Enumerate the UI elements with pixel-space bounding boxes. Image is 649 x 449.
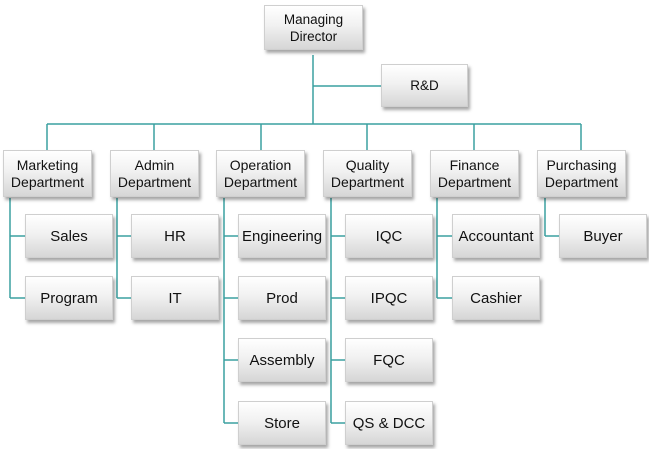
child-box-accountant: Accountant — [452, 214, 540, 258]
child-box-hr: HR — [131, 214, 219, 258]
child-label: Program — [40, 289, 98, 307]
department-box-marketing: Marketing Department — [3, 150, 92, 197]
department-box-finance: Finance Department — [430, 150, 519, 197]
department-label: Operation Department — [223, 156, 298, 190]
child-label: Store — [264, 414, 300, 432]
child-label: IT — [168, 289, 182, 307]
child-box-fqc: FQC — [345, 338, 433, 382]
rnd-box: R&D — [381, 64, 468, 107]
child-box-assembly: Assembly — [238, 338, 326, 382]
managing-director-box: Managing Director — [264, 5, 363, 50]
child-label: Buyer — [583, 227, 623, 245]
department-label: Admin Department — [117, 156, 192, 190]
child-box-iqc: IQC — [345, 214, 433, 258]
child-label: Accountant — [458, 227, 534, 245]
child-label: Prod — [266, 289, 298, 307]
child-label: FQC — [373, 351, 405, 369]
child-label: IPQC — [370, 289, 408, 307]
child-label: Assembly — [249, 351, 315, 369]
rnd-label: R&D — [410, 78, 439, 93]
child-box-store: Store — [238, 401, 326, 445]
child-box-cashier: Cashier — [452, 276, 540, 320]
child-box-buyer: Buyer — [559, 214, 647, 258]
department-label: Quality Department — [330, 156, 405, 190]
child-label: Sales — [50, 227, 88, 245]
child-box-program: Program — [25, 276, 113, 320]
department-label: Finance Department — [437, 156, 512, 190]
department-box-quality: Quality Department — [323, 150, 412, 197]
child-label: Cashier — [470, 289, 522, 307]
department-label: Purchasing Department — [544, 156, 619, 190]
department-box-admin: Admin Department — [110, 150, 199, 197]
child-box-qs-dcc: QS & DCC — [345, 401, 433, 445]
child-box-sales: Sales — [25, 214, 113, 258]
child-box-prod: Prod — [238, 276, 326, 320]
child-label: Engineering — [241, 227, 323, 245]
managing-director-label: Managing Director — [283, 11, 344, 44]
child-label: IQC — [375, 227, 403, 245]
child-box-ipqc: IPQC — [345, 276, 433, 320]
child-label: QS & DCC — [352, 414, 426, 432]
department-box-operation: Operation Department — [216, 150, 305, 197]
child-box-it: IT — [131, 276, 219, 320]
department-label: Marketing Department — [10, 156, 85, 190]
child-box-engineering: Engineering — [238, 214, 326, 258]
department-box-purchasing: Purchasing Department — [537, 150, 626, 197]
child-label: HR — [164, 227, 186, 245]
